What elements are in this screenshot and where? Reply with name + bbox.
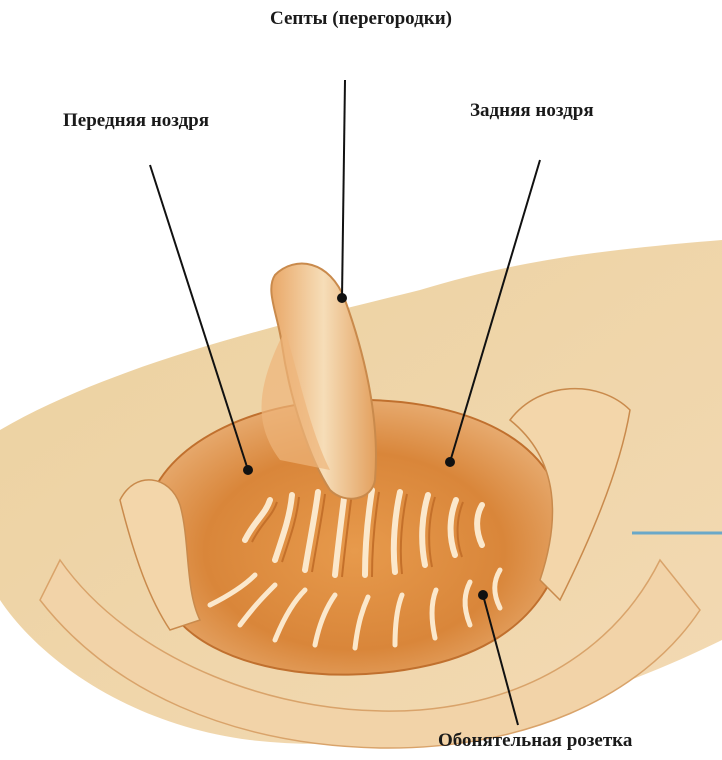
back-nostril-label: Задняя ноздря	[470, 100, 594, 122]
leader-septa	[342, 80, 345, 298]
front-nostril-label: Передняя ноздря	[63, 110, 209, 132]
leader-septa-dot	[337, 293, 347, 303]
leader-olfactory-rosette-dot	[478, 590, 488, 600]
septa-label: Септы (перегородки)	[270, 8, 452, 30]
leader-back-nostril-dot	[445, 457, 455, 467]
leader-front-nostril-dot	[243, 465, 253, 475]
olfactory-rosette-label: Обонятельная розетка	[438, 730, 632, 752]
